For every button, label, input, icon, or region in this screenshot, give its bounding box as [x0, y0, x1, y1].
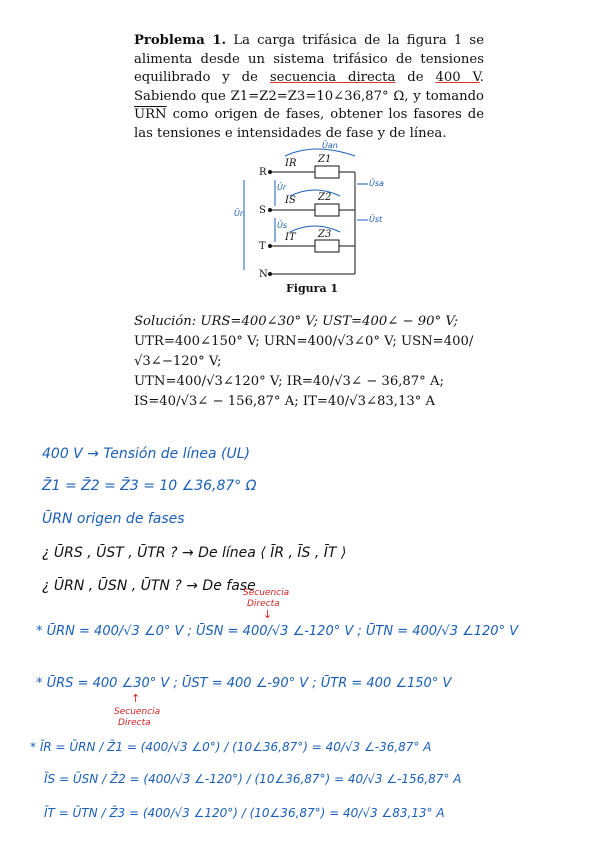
hw-note-top-secuencia: Secuencia [243, 588, 290, 598]
hw-current-ir: * ĪR = ŪRN / Z̄1 = (400/√3 ∠0°) / (10∠36… [30, 740, 432, 754]
arrow-down-icon: ↓ [263, 608, 273, 621]
hw-line-origin: ŪRN origen de fases [42, 511, 185, 527]
current-ir: IR [284, 158, 297, 169]
problem-impedance: Z1=Z2=Z3=10∠36,87° Ω [230, 88, 405, 104]
label-un: Ūn [234, 208, 245, 218]
node-t: T [259, 241, 266, 252]
hw-line-voltages-values: * ŪRS = 400 ∠30° V ; ŪST = 400 ∠-90° V ;… [36, 676, 452, 691]
problem-statement: Problema 1. La carga trifásica de la fig… [134, 32, 484, 144]
label-uan: Ūan [322, 140, 338, 150]
circuit-figure: R S T N IR IS IT Z1 Z2 Z3 Ūan Ūr Ūn Ūs Ū… [234, 140, 384, 280]
hw-note-bottom-secuencia: Secuencia [114, 707, 161, 717]
hw-current-it: ĪT = ŪTN / Z̄3 = (400/√3 ∠120°) / (10∠36… [44, 806, 445, 820]
label-ust: Ūst [369, 214, 383, 224]
hw-line-line-voltages: ¿ ŪRS , ŪST , ŪTR ? → De línea ⟨ ĪR , ĪS… [42, 545, 347, 561]
problem-ref: URN [134, 107, 167, 123]
hw-line-phase-voltages: ¿ ŪRN , ŪSN , ŪTN ? → De fase [42, 578, 256, 594]
hw-phase-voltages: * ŪRN = 400/√3 ∠0° V ; ŪSN = 400/√3 ∠-12… [36, 624, 519, 639]
problem-text-1b: de [407, 70, 424, 86]
hw-line-tension: 400 V → Tensión de línea (UL) [42, 446, 250, 462]
problem-underlined-sequence: secuencia directa [269, 70, 396, 86]
hw-note-bottom-directa: Directa [118, 718, 151, 728]
hw-note-top-directa: Directa [247, 599, 280, 609]
solution-line-1: Solución: URS=400∠30° V; UST=400∠ − 90° … [134, 314, 458, 329]
problem-text-4: como origen de fases, obtener los fasore… [134, 107, 484, 141]
arrow-up-icon: ↑ [131, 692, 141, 705]
hw-line-impedance: Z̄1 = Z̄2 = Z̄3 = 10 ∠36,87° Ω [42, 478, 257, 494]
node-n: N [259, 269, 268, 280]
problem-heading: Problema 1. [134, 33, 227, 48]
current-is: IS [284, 195, 296, 206]
node-r: R [259, 167, 267, 178]
figure-caption: Figura 1 [286, 282, 339, 295]
problem-text-3: , y tomando [404, 88, 484, 104]
label-usa: Ūsa [369, 178, 384, 188]
current-it: IT [284, 232, 297, 243]
label-ur: Ūr [277, 182, 287, 192]
solution-line-2: UTR=400∠150° V; URN=400/√3∠0° V; USN=400… [134, 334, 474, 369]
hw-current-is: ĪS = ŪSN / Z̄2 = (400/√3 ∠-120°) / (10∠3… [44, 772, 462, 786]
impedance-z3: Z3 [317, 229, 331, 240]
problem-text-1: La carga trifásica de la figura 1 se ali… [134, 33, 484, 86]
solution-block: Solución: URS=400∠30° V; UST=400∠ − 90° … [134, 312, 494, 412]
problem-voltage: 400 V [435, 70, 480, 86]
label-us: Ūs [277, 220, 287, 230]
solution-line-3: UTN=400/√3∠120° V; IR=40/√3∠ − 36,87° A; [134, 374, 444, 389]
impedance-z1: Z1 [317, 154, 331, 165]
impedance-z2: Z2 [317, 192, 331, 203]
solution-line-4: IS=40/√3∠ − 156,87° A; IT=40/√3∠83,13° A [134, 394, 436, 409]
problem-text-2: . Sabiendo que [134, 70, 484, 104]
node-s: S [259, 205, 266, 216]
